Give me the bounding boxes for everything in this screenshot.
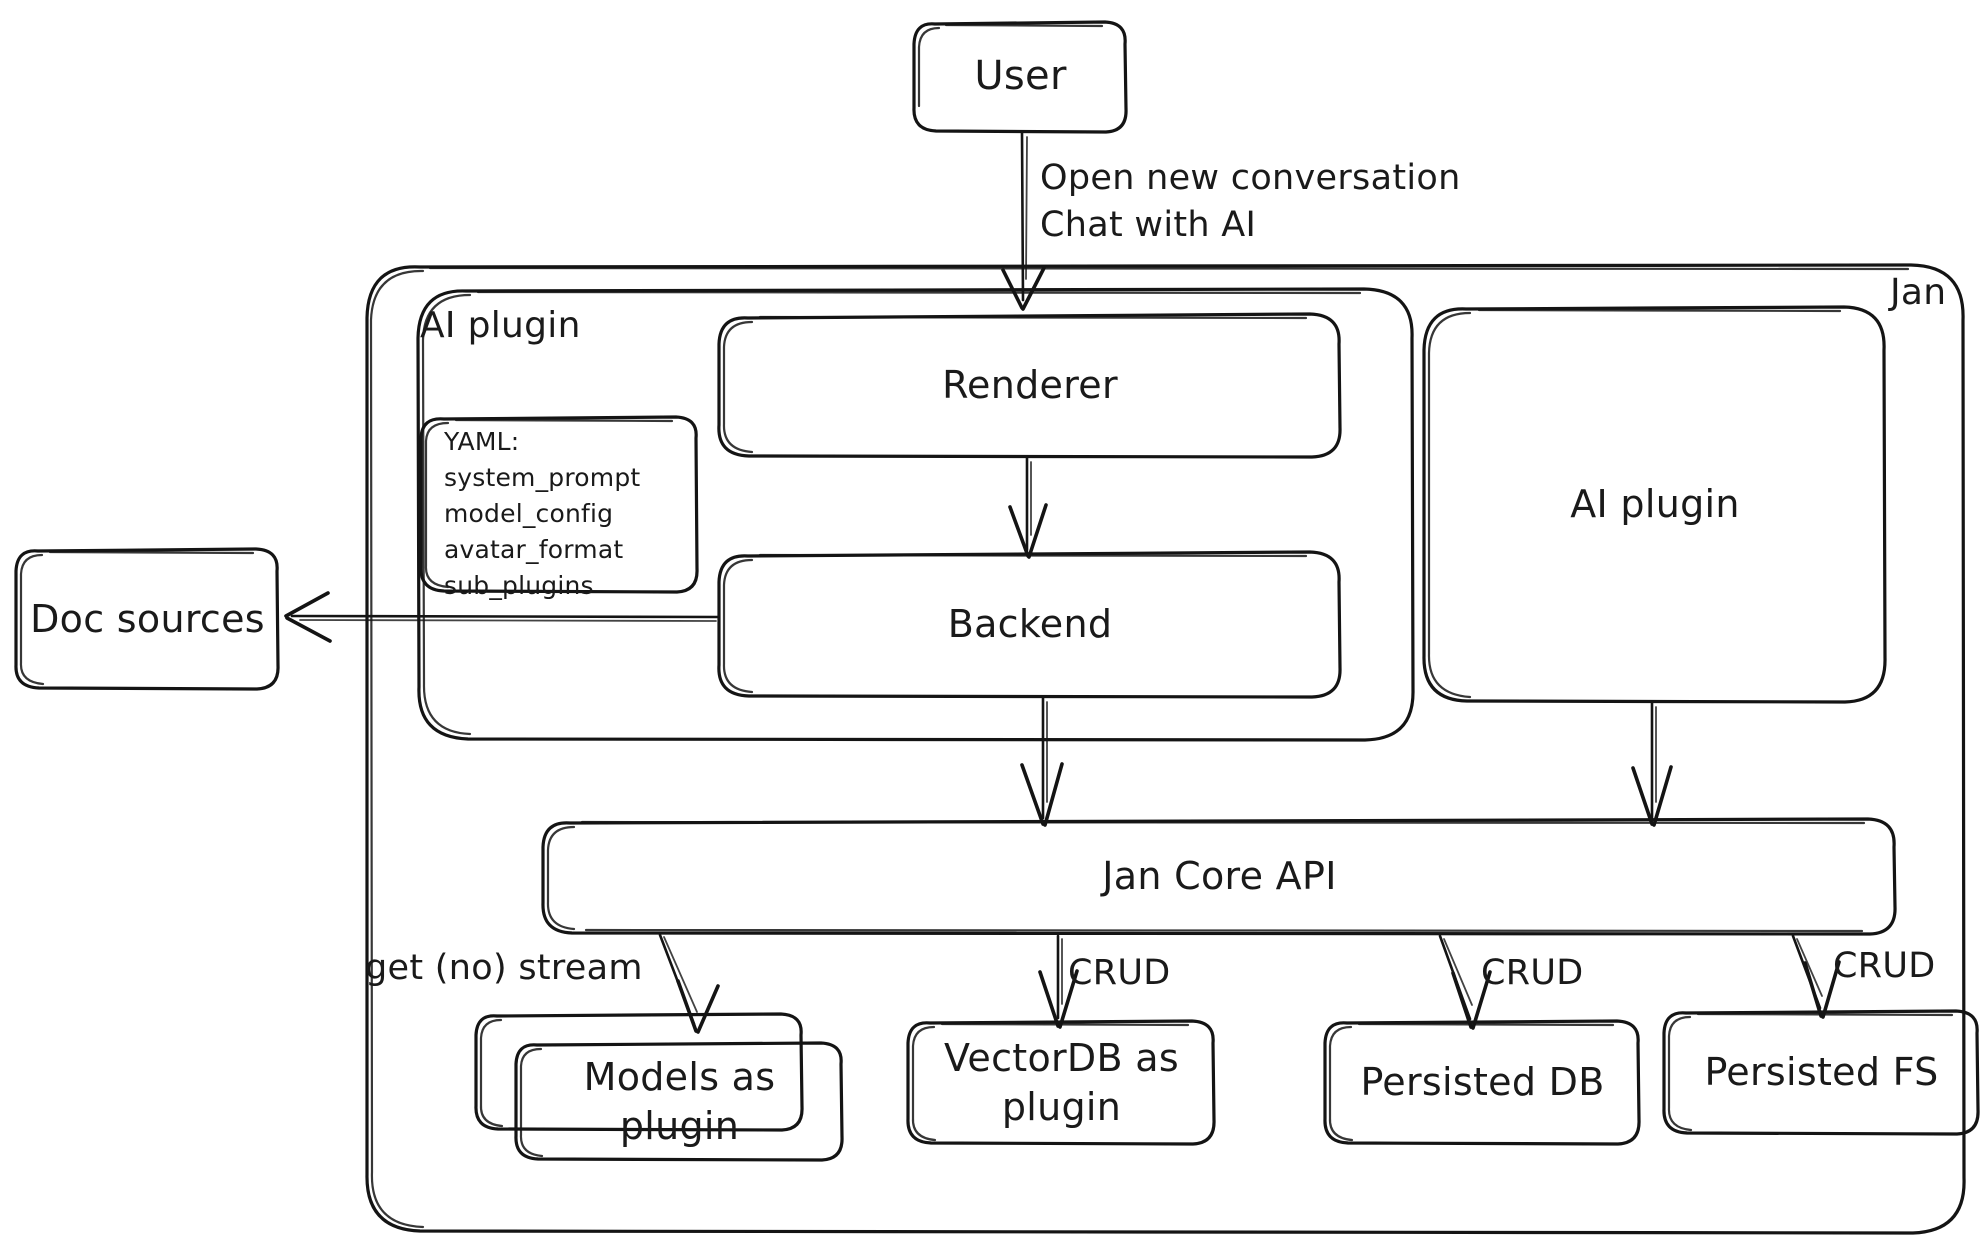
edge-label-crud-persisted-db: CRUD [1481, 953, 1584, 993]
node-user-shape [912, 20, 1128, 134]
node-ai-plugin-shape [1422, 305, 1887, 704]
container-jan-shape [365, 263, 1966, 1235]
edge-backend-to-doc-sources [284, 591, 721, 643]
node-backend-shape [717, 550, 1342, 699]
edge-ai-plugin-to-core-api [1631, 701, 1673, 827]
edge-core-api-to-models-plugin [658, 933, 720, 1034]
edge-label-get-no-stream: get (no) stream [365, 948, 643, 988]
node-jan-core-api-shape [541, 817, 1897, 936]
edge-renderer-to-backend [1008, 456, 1048, 559]
edge-core-api-to-persisted-fs [1791, 934, 1841, 1019]
node-doc-sources-shape [14, 547, 280, 691]
node-renderer-shape [717, 312, 1342, 459]
node-models-plugin-shape [474, 1012, 844, 1162]
node-vectordb-plugin-shape [906, 1019, 1216, 1146]
edge-user-to-renderer [1001, 131, 1046, 311]
edge-label-crud-persisted-fs: CRUD [1833, 946, 1936, 986]
node-persisted-db-shape [1323, 1019, 1641, 1146]
yaml-config-note: YAML: system_prompt model_config avatar_… [444, 427, 641, 600]
container-label-ai-plugin-group: AI plugin [420, 305, 581, 346]
node-persisted-fs-shape [1662, 1009, 1980, 1136]
edge-core-api-to-vectordb-plugin [1038, 934, 1079, 1029]
edge-label-open-conversation: Open new conversation Chat with AI [1040, 158, 1461, 245]
container-label-jan: Jan [1890, 272, 1947, 313]
edge-label-crud-vectordb: CRUD [1068, 953, 1171, 993]
yaml-note-shape [419, 415, 699, 594]
edge-core-api-to-persisted-db [1438, 934, 1492, 1030]
container-ai-plugin-group-shape [416, 287, 1415, 742]
edge-backend-to-core-api [1020, 696, 1064, 827]
